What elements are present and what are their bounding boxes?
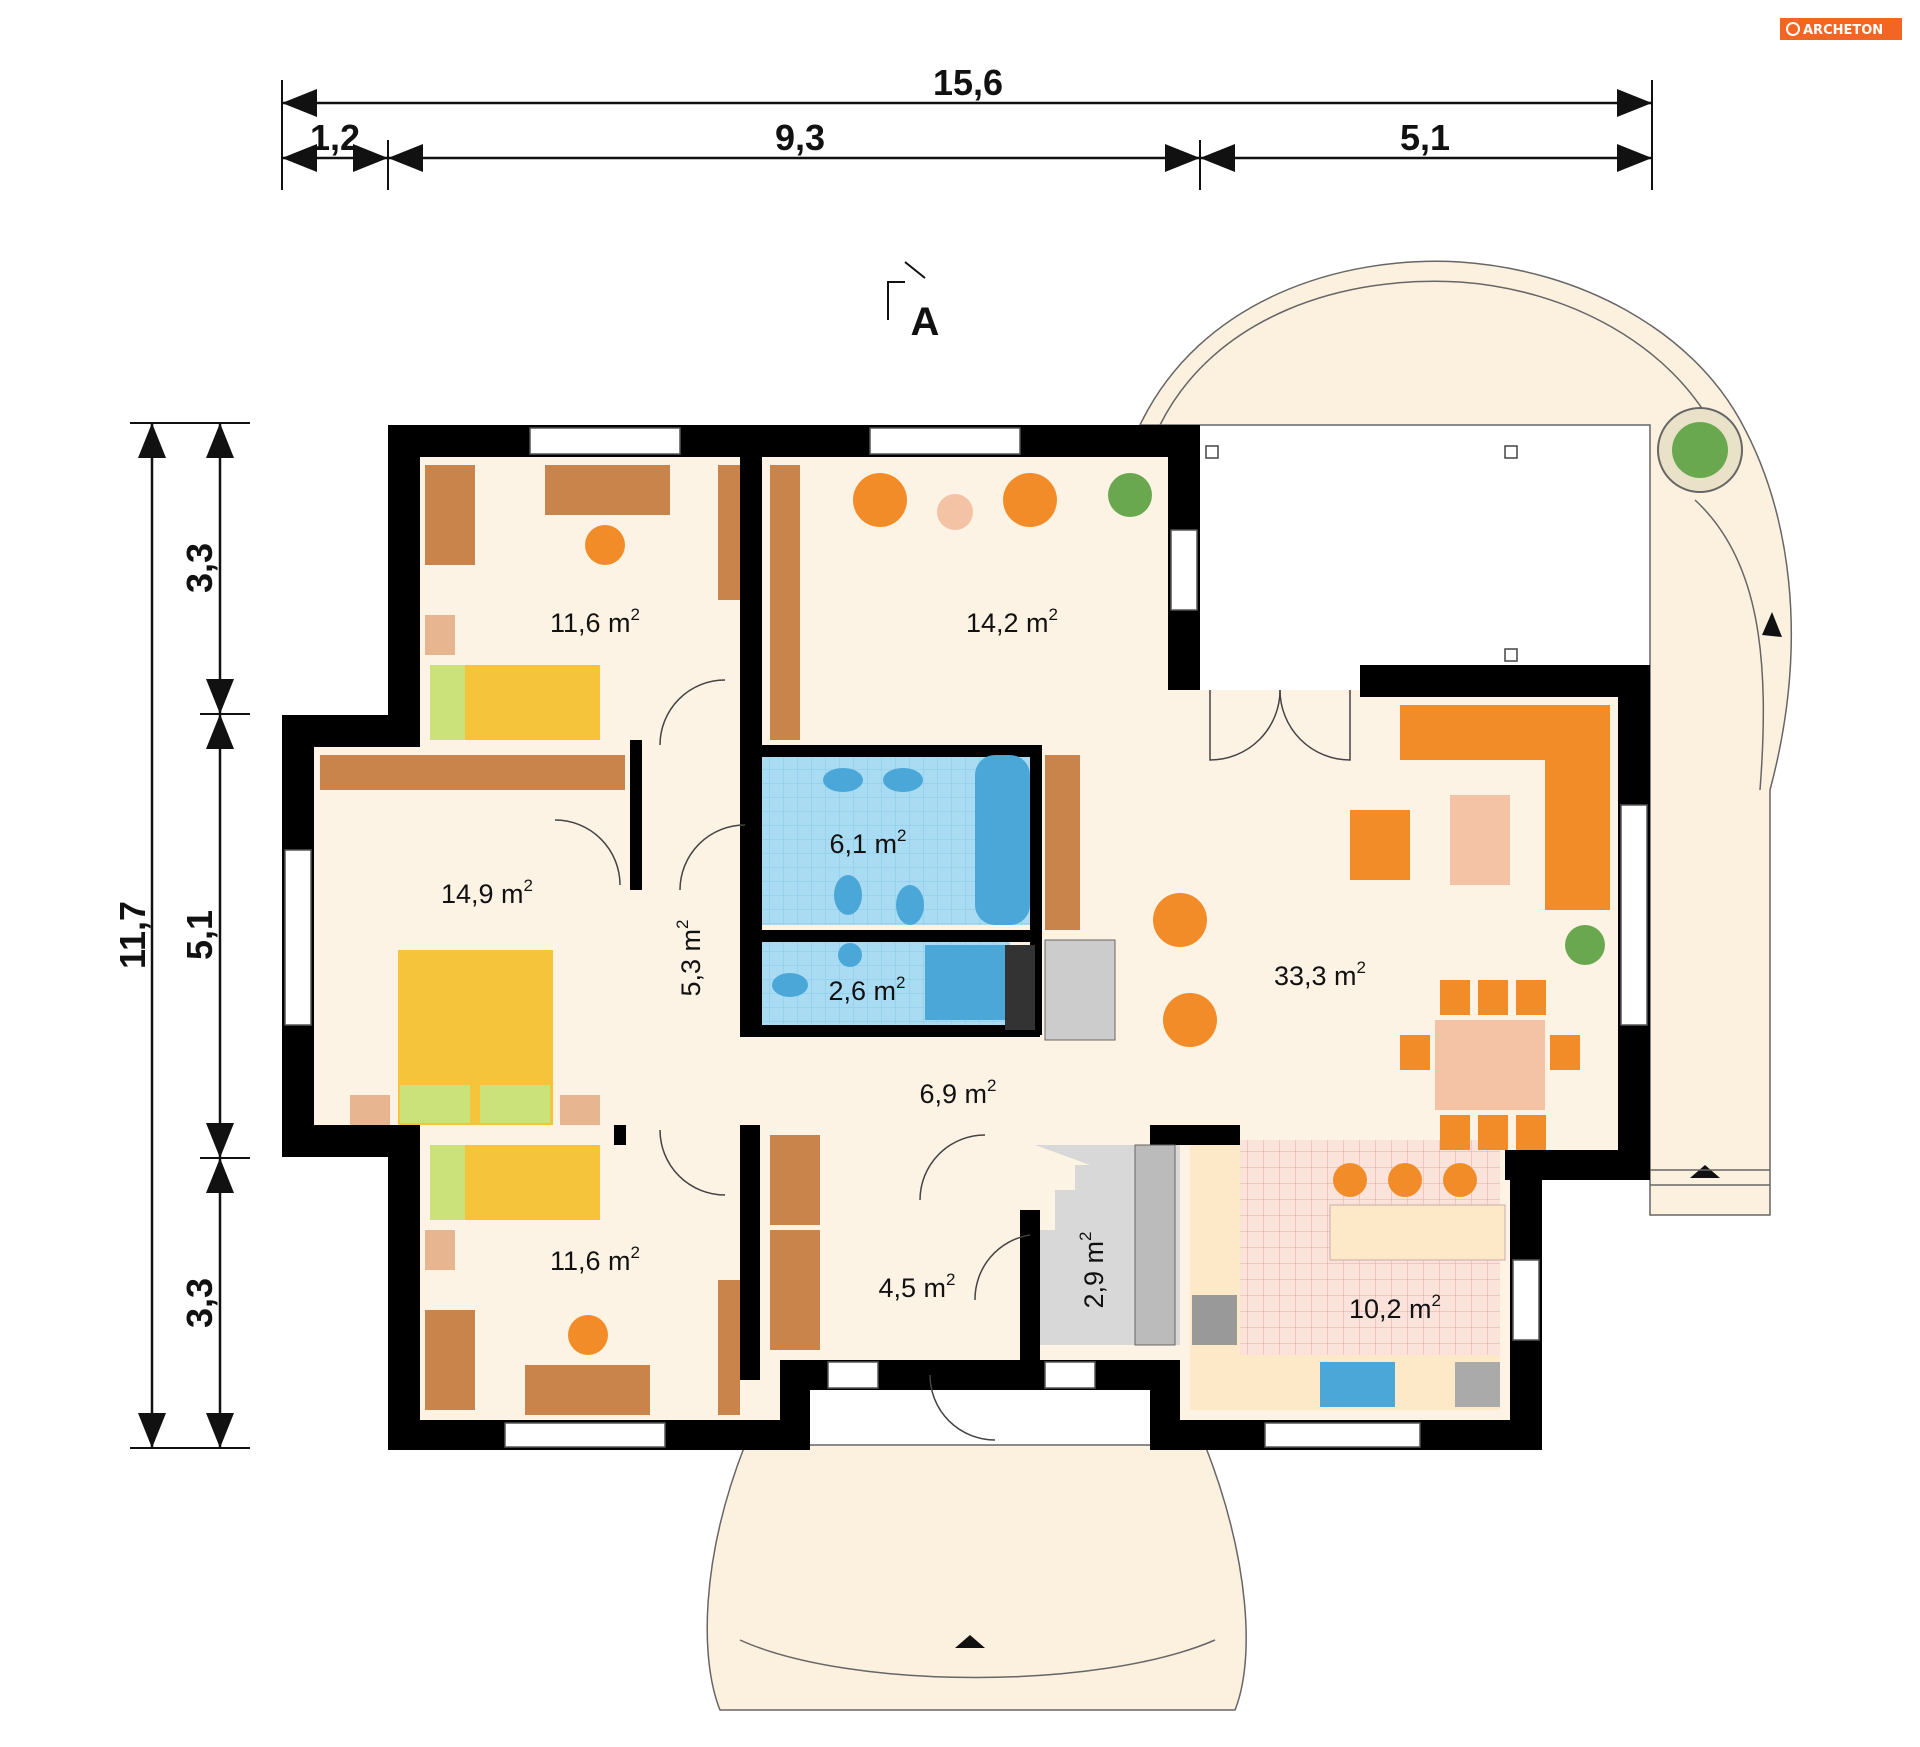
depth-segment-2-label: 5,1 <box>179 910 220 960</box>
brand-logo-text: ARCHETON <box>1803 23 1883 38</box>
terrace-step-arrow-icon <box>1690 1165 1720 1178</box>
chimney-icon <box>1044 939 1116 1041</box>
cabinet-icon <box>770 1135 820 1225</box>
desk-icon <box>525 1365 650 1415</box>
room-area-bedroom-bottom: 11,6 m2 <box>550 1243 640 1276</box>
total-width-label: 15,6 <box>933 62 1003 103</box>
room-area-vestibule: 4,5 m2 <box>879 1270 956 1303</box>
room-area-study: 14,2 m2 <box>966 605 1058 638</box>
wall-shelf-icon <box>770 465 800 740</box>
plant-icon <box>1108 473 1152 517</box>
furniture <box>320 465 1610 1415</box>
fridge-icon <box>1455 1362 1500 1407</box>
room-area-pantry: 2,9 m2 <box>1076 1232 1109 1309</box>
dining-table-icon <box>1435 1020 1545 1110</box>
room-area-hall: 5,3 m2 <box>673 920 706 997</box>
depth-segment-1-label: 3,3 <box>179 543 220 593</box>
width-segment-2-label: 9,3 <box>775 117 825 158</box>
terrace-entry-arrow-icon <box>1762 612 1782 637</box>
basin-icon <box>838 943 862 967</box>
post-icon <box>1205 445 1219 459</box>
entrance-arrow-icon <box>955 1635 985 1648</box>
radiator-icon <box>1045 755 1080 930</box>
total-depth-label: 11,7 <box>112 901 153 969</box>
nightstand-icon <box>560 1095 600 1125</box>
brand-logo: ARCHETON <box>1780 18 1902 40</box>
wardrobe-icon <box>425 1310 475 1410</box>
wardrobe-icon <box>718 1280 740 1415</box>
room-area-wc: 2,6 m2 <box>829 973 906 1006</box>
bar-stool-icon <box>1443 1163 1477 1197</box>
room-labels: 11,6 m2 14,2 m2 14,9 m2 6,1 m2 5,3 m2 2,… <box>441 605 1441 1324</box>
width-dimensions: 15,6 1,2 9,3 5,1 <box>281 62 1653 190</box>
room-area-bedroom-top: 11,6 m2 <box>550 605 640 638</box>
post-icon <box>1504 445 1518 459</box>
kitchen-island-icon <box>1329 1204 1506 1261</box>
wardrobe-icon <box>425 465 475 565</box>
chair-icon <box>568 1315 608 1355</box>
boiler-icon <box>1005 945 1035 1030</box>
room-area-bedroom-master: 14,9 m2 <box>441 876 533 909</box>
bar-stool-icon <box>1333 1163 1367 1197</box>
room-area-corridor: 6,9 m2 <box>920 1076 997 1109</box>
plant-icon <box>1565 925 1605 965</box>
section-marker-top: A <box>887 261 940 344</box>
windows <box>284 427 1648 1448</box>
doors <box>554 679 1351 1441</box>
sink-icon <box>823 768 863 792</box>
armchair-icon <box>1003 473 1057 527</box>
coffee-table-icon <box>1450 795 1510 885</box>
section-label-top: A <box>911 300 940 344</box>
shower-icon <box>925 945 1005 1020</box>
entrance-terrace <box>706 1444 1247 1711</box>
post-icon <box>1504 648 1518 662</box>
bidet-icon <box>834 875 862 915</box>
depth-segment-3-label: 3,3 <box>179 1278 220 1328</box>
armchair-icon <box>1350 810 1410 880</box>
room-area-bathroom: 6,1 m2 <box>830 826 907 859</box>
armchair-icon <box>1153 893 1207 947</box>
width-segment-1-label: 1,2 <box>310 117 360 158</box>
kitchen-sink-icon <box>1320 1362 1395 1407</box>
nightstand-icon <box>425 615 455 655</box>
bar-stool-icon <box>1388 1163 1422 1197</box>
wardrobe-icon <box>718 465 740 600</box>
depth-dimensions: 11,7 3,3 5,1 3,3 <box>112 422 250 1449</box>
armchair-icon <box>1163 993 1217 1047</box>
side-table-icon <box>937 494 973 530</box>
desk-icon <box>545 465 670 515</box>
bathtub-icon <box>975 755 1030 925</box>
terrace-right <box>1138 260 1792 1216</box>
nightstand-icon <box>350 1095 390 1125</box>
chair-icon <box>585 525 625 565</box>
armchair-icon <box>853 473 907 527</box>
cabinet-icon <box>770 1230 820 1350</box>
room-area-kitchen: 10,2 m2 <box>1349 1291 1441 1324</box>
nightstand-icon <box>425 1230 455 1270</box>
walls <box>282 425 1650 1450</box>
wardrobe-icon <box>320 755 625 790</box>
toilet-icon <box>896 885 924 925</box>
room-area-living: 33,3 m2 <box>1274 958 1366 991</box>
width-segment-3-label: 5,1 <box>1400 117 1450 158</box>
sofa-icon <box>1545 705 1610 910</box>
toilet-icon <box>772 973 808 997</box>
stove-icon <box>1192 1295 1237 1345</box>
sink-icon <box>883 768 923 792</box>
shelf-icon <box>1134 1144 1176 1346</box>
